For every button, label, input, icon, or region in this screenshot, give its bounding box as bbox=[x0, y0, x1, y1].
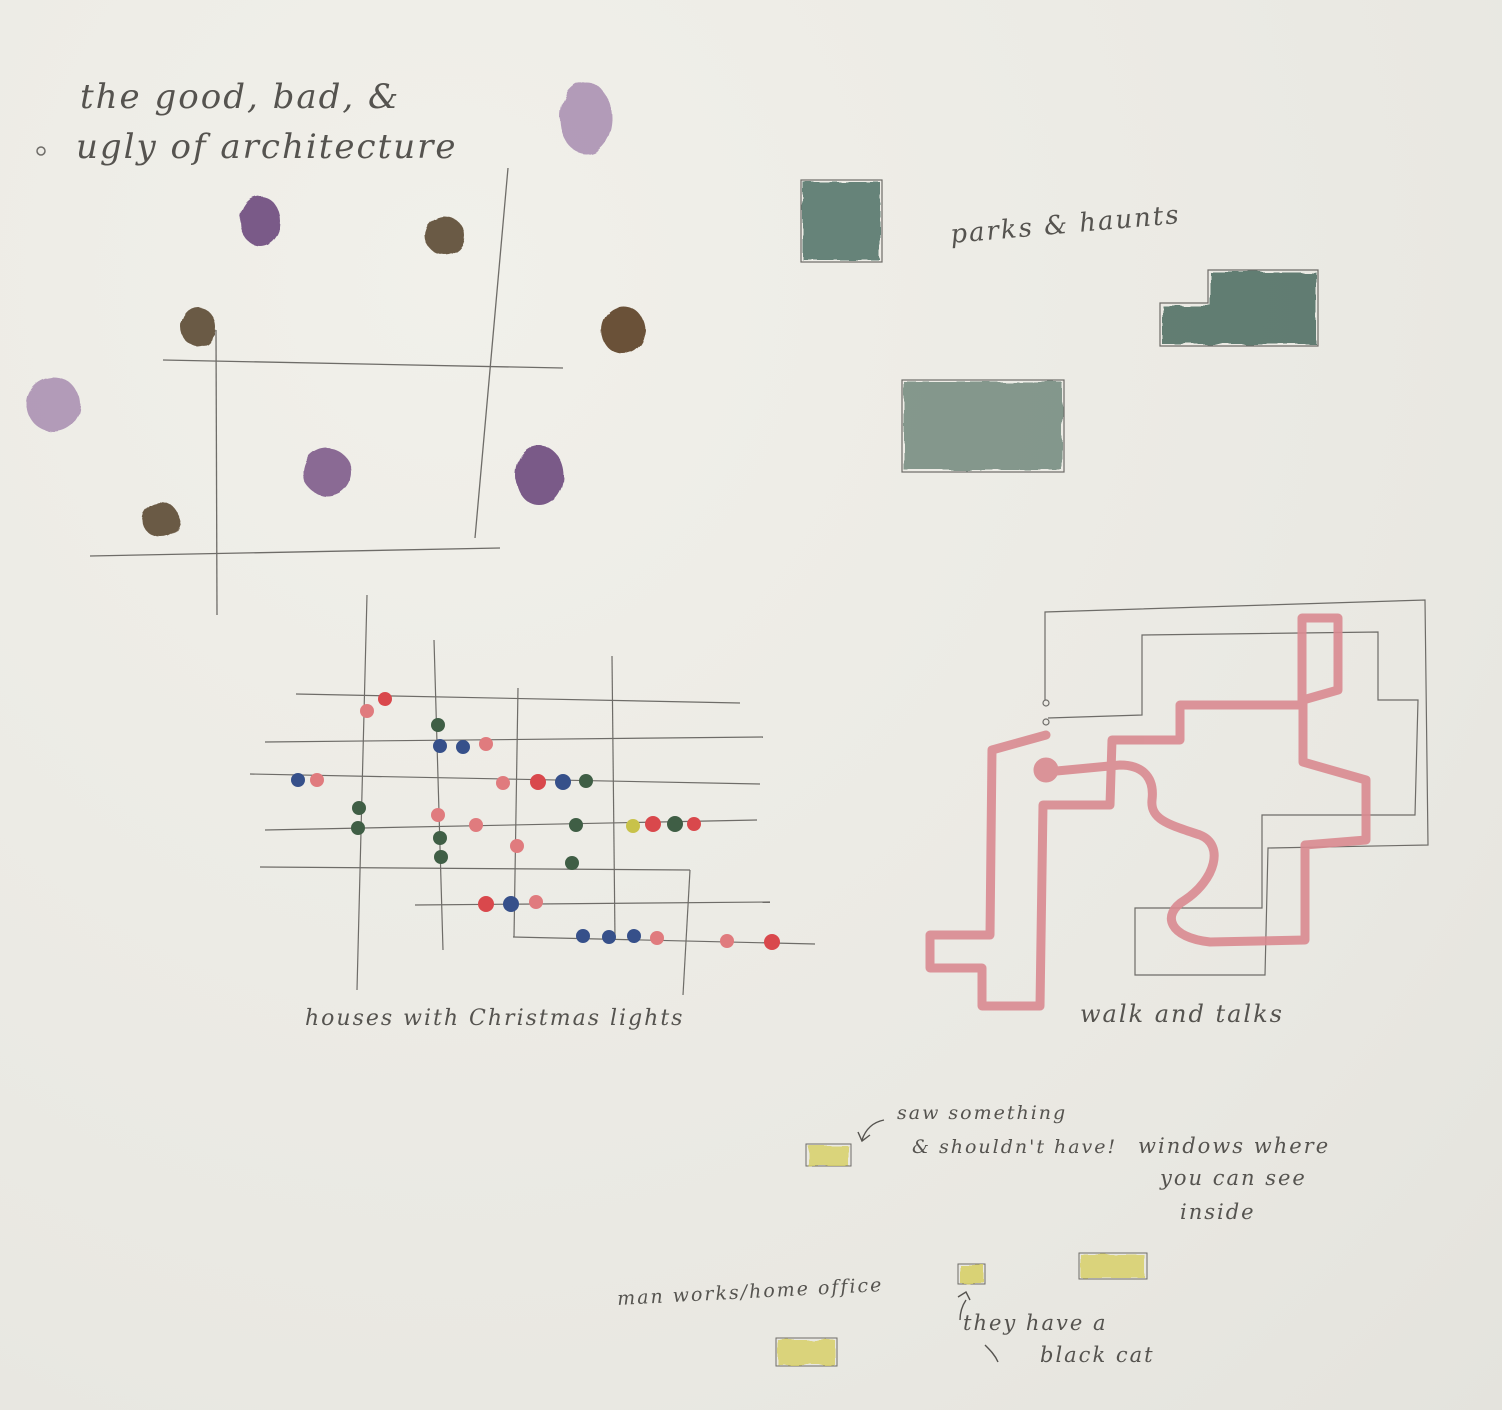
bullet-dot bbox=[36, 146, 46, 156]
park-block bbox=[904, 382, 1062, 470]
christmas-grid bbox=[249, 594, 816, 996]
purple-dot bbox=[240, 196, 280, 246]
title-line-1: the good, bad, & bbox=[80, 77, 401, 117]
window-block bbox=[960, 1265, 984, 1283]
window-block bbox=[778, 1340, 835, 1365]
purple-dot bbox=[560, 82, 612, 154]
purple-dot bbox=[303, 448, 351, 496]
brown-dot bbox=[601, 306, 645, 354]
brown-dot bbox=[181, 307, 215, 347]
window-block bbox=[808, 1146, 849, 1166]
architecture-dots bbox=[26, 82, 645, 537]
park-block bbox=[1162, 272, 1316, 344]
window-blocks bbox=[775, 1143, 1148, 1367]
window-block bbox=[1081, 1255, 1145, 1278]
title-line-2: ugly of architecture bbox=[76, 127, 458, 167]
christmas-label: houses with Christmas lights bbox=[305, 1006, 685, 1031]
windows-label-line-1: windows where bbox=[1138, 1134, 1331, 1158]
walks-label: walk and talks bbox=[1080, 1000, 1284, 1028]
cat-label-line-1: they have a bbox=[963, 1311, 1108, 1335]
brown-dot bbox=[425, 217, 465, 255]
brown-dot bbox=[142, 503, 180, 537]
annotation-arrows bbox=[857, 1119, 999, 1363]
parks-blocks bbox=[800, 179, 1319, 473]
walk-route bbox=[925, 613, 1371, 1011]
cat-label-line-2: black cat bbox=[1040, 1343, 1155, 1367]
purple-dot bbox=[516, 446, 564, 506]
saw-label-line-2: & shouldn't have! bbox=[912, 1136, 1118, 1158]
purple-dot bbox=[26, 377, 80, 431]
windows-label-line-3: inside bbox=[1180, 1200, 1256, 1224]
christmas-lights bbox=[291, 692, 780, 950]
park-block bbox=[803, 182, 880, 260]
saw-label-line-1: saw something bbox=[897, 1102, 1068, 1124]
windows-label-line-2: you can see bbox=[1160, 1166, 1307, 1190]
architecture-grid bbox=[89, 167, 564, 616]
